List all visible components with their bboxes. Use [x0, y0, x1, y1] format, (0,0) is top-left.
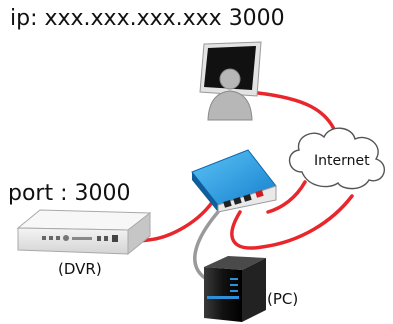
dvr-port-label: port : 3000 — [8, 181, 131, 206]
cable-router-to-pc — [193, 210, 220, 282]
remote-ip-label: ip: xxx.xxx.xxx.xxx 3000 — [10, 6, 285, 31]
cable-router-loop — [230, 194, 354, 250]
dvr-recorder-icon — [16, 209, 152, 256]
dvr-caption: (DVR) — [58, 260, 102, 278]
pc-caption: (PC) — [267, 290, 299, 308]
internet-cloud-icon — [288, 127, 386, 190]
monitor-with-user-icon — [199, 41, 262, 121]
router-switch-icon — [191, 149, 277, 213]
pc-tower-icon — [204, 256, 266, 322]
internet-cloud-label: Internet — [314, 153, 370, 169]
cable-cloud-to-router — [266, 180, 307, 214]
